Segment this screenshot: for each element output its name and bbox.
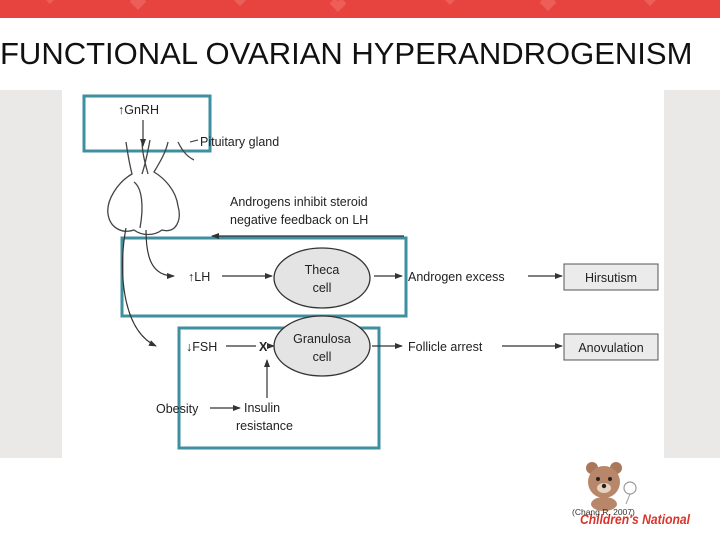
obesity-label: Obesity xyxy=(156,402,199,416)
fsh-highlight-box xyxy=(177,326,381,450)
gnrh-label: ↑GnRH xyxy=(118,103,159,117)
hirsutism-box xyxy=(563,263,659,291)
lh-highlight-box xyxy=(120,236,408,318)
insulin-label-line2: resistance xyxy=(236,419,293,433)
insulin-label-line1: Insulin xyxy=(244,401,280,415)
anovulation-label: Anovulation xyxy=(578,341,643,355)
heart-pattern xyxy=(46,0,656,12)
fsh-label: ↓FSH xyxy=(186,340,217,354)
block-x-mark: X xyxy=(259,340,268,354)
hirsutism-label: Hirsutism xyxy=(585,271,637,285)
pituitary-gland-shape xyxy=(107,139,195,236)
granulosa-label-line1: Granulosa xyxy=(293,332,351,346)
diagram: ↑GnRH Pituitary gland Androgens inhibit … xyxy=(62,90,664,458)
top-banner xyxy=(0,0,720,18)
pituitary-label: Pituitary gland xyxy=(200,135,279,149)
theca-cell xyxy=(273,247,371,309)
follicle-arrest-label: Follicle arrest xyxy=(408,340,483,354)
granulosa-label-line2: cell xyxy=(313,350,332,364)
gnrh-highlight-box xyxy=(82,94,212,153)
slide-title: FUNCTIONAL OVARIAN HYPERANDROGENISM xyxy=(0,36,693,71)
theca-label-line2: cell xyxy=(313,281,332,295)
teddy-bear-icon xyxy=(586,462,637,511)
anovulation-box xyxy=(563,333,659,361)
logo-text: Children's National xyxy=(580,511,691,527)
theca-label-line1: Theca xyxy=(305,263,340,277)
citation: (Chang R, 2007) xyxy=(572,507,635,517)
feedback-label-line2: negative feedback on LH xyxy=(230,213,368,227)
granulosa-cell xyxy=(273,315,371,377)
androgen-excess-label: Androgen excess xyxy=(408,270,505,284)
feedback-label-line1: Androgens inhibit steroid xyxy=(230,195,368,209)
lh-label: ↑LH xyxy=(188,270,210,284)
childrens-national-logo: Children's National xyxy=(578,460,698,532)
